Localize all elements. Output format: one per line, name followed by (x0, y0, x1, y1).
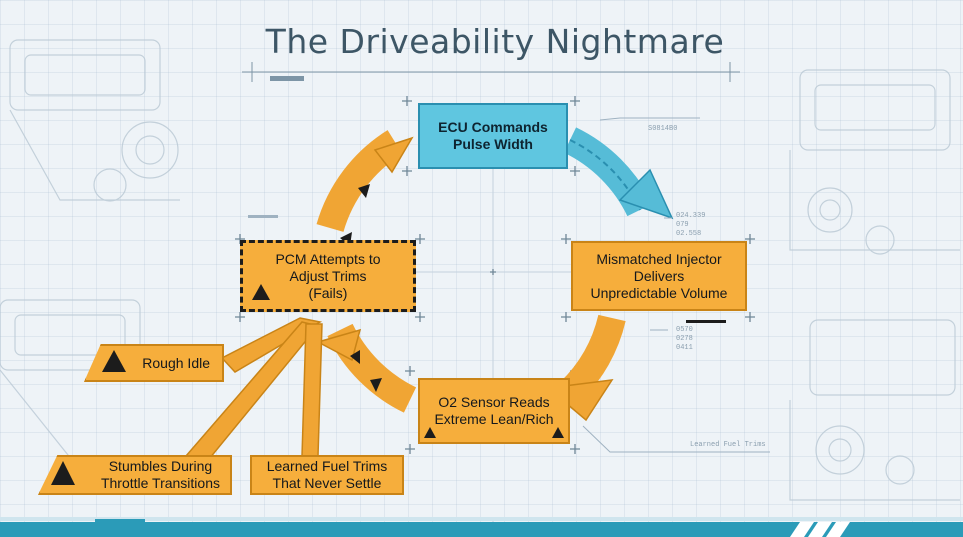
readout-a-3: 02.558 (676, 230, 702, 238)
node-pcm-attempts: PCM Attempts to Adjust Trims (Fails) (240, 240, 416, 312)
arrowhead-pcm (316, 328, 362, 362)
node-ecu-label: ECU Commands Pulse Width (438, 119, 548, 152)
warning-icon (51, 461, 75, 485)
node-pcm-label: PCM Attempts to Adjust Trims (Fails) (275, 250, 381, 301)
node-ecu-commands: ECU Commands Pulse Width (418, 103, 568, 169)
page-title: The Driveability Nightmare (265, 22, 725, 61)
symptom-fuel-trims-label: Learned Fuel Trims That Never Settle (266, 458, 388, 491)
registration-marks (235, 96, 755, 454)
readout-b-2: 0278 (676, 335, 693, 343)
readout-a-1: 024.339 (676, 212, 706, 220)
node-o2-sensor: O2 Sensor Reads Extreme Lean/Rich (418, 378, 570, 444)
node-o2-label: O2 Sensor Reads Extreme Lean/Rich (434, 394, 554, 427)
arrowhead-ecu (373, 136, 414, 174)
node-injector-label: Mismatched Injector Delivers Unpredictab… (590, 250, 728, 301)
learned-fuel-trims-annotation: Learned Fuel Trims (690, 441, 766, 449)
node-mismatched-injector: Mismatched Injector Delivers Unpredictab… (571, 241, 747, 311)
symptom-fuel-trims: Learned Fuel Trims That Never Settle (250, 455, 404, 495)
engine-sketch-top-left (9, 39, 180, 202)
warning-icon (252, 284, 270, 300)
readout-b-1: 0570 (676, 326, 693, 334)
engine-sketch-top-right (789, 69, 960, 255)
readout-b-3: 0411 (676, 344, 693, 352)
engine-sketch-bottom-right (789, 319, 960, 501)
symptom-callouts (184, 317, 323, 465)
warning-icon (424, 427, 436, 438)
warning-icon (102, 350, 126, 372)
symptom-stumbles-label: Stumbles During Throttle Transitions (100, 458, 220, 491)
symptom-stumbles: Stumbles During Throttle Transitions (38, 455, 232, 495)
footer-bar (0, 522, 963, 537)
symptom-rough-idle-label: Rough Idle (142, 354, 210, 371)
arrowhead-blue (618, 168, 674, 220)
engine-sketch-bottom-left (0, 299, 200, 471)
warning-icon (552, 427, 564, 438)
readout-a-2: 079 (676, 221, 689, 229)
title-underline-ticks (270, 76, 304, 81)
ref-code: S0814B0 (648, 125, 678, 133)
